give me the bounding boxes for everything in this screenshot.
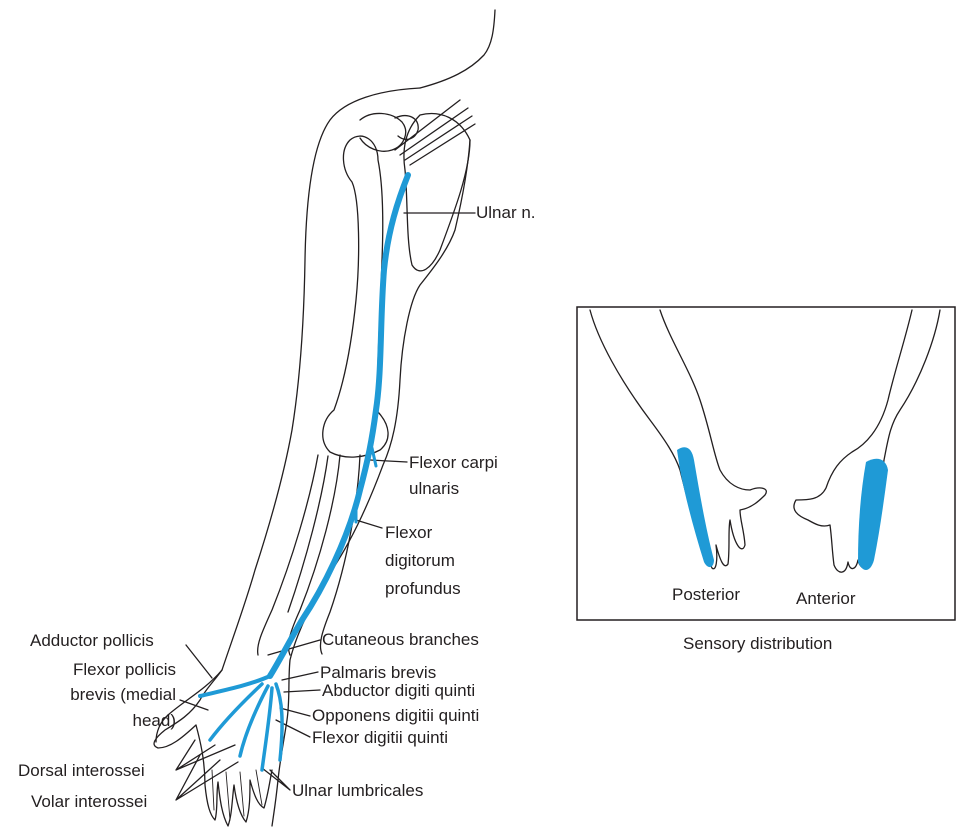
- label-flexor-carpi-ulnaris-line1: Flexor carpi: [409, 452, 498, 473]
- anterior-sensory-area: [858, 459, 888, 570]
- label-flexor-digitii-quinti: Flexor digitii quinti: [312, 727, 448, 748]
- label-abductor-digiti-quinti: Abductor digiti quinti: [322, 680, 475, 701]
- label-cutaneous-branches: Cutaneous branches: [322, 629, 479, 650]
- leader-fdp: [356, 520, 382, 528]
- label-fpb-line1: Flexor pollicis: [20, 659, 176, 680]
- shoulder-outline: [420, 10, 495, 88]
- label-flexor-carpi-ulnaris-line2: ulnaris: [409, 478, 459, 499]
- leader-cutaneous: [268, 640, 320, 655]
- radius-bone: [258, 455, 318, 655]
- inset-caption: Sensory distribution: [683, 633, 832, 654]
- leader-lumbricales: [262, 768, 290, 790]
- ulnar-nerve: [270, 175, 408, 676]
- leader-opponens: [280, 708, 310, 716]
- leader-adductor: [186, 645, 212, 678]
- label-fpb-line2: brevis (medial: [20, 684, 176, 705]
- leader-palmaris: [282, 672, 318, 680]
- leader-volar: [176, 755, 238, 800]
- posterior-hand: [590, 310, 766, 569]
- leader-dorsal: [176, 740, 235, 770]
- label-anterior: Anterior: [796, 588, 856, 609]
- label-fdp-line1: Flexor: [385, 522, 432, 543]
- label-fdp-line3: profundus: [385, 578, 461, 599]
- label-fdp-line2: digitorum: [385, 550, 455, 571]
- label-volar-interossei: Volar interossei: [31, 791, 147, 812]
- label-ulnar-n: Ulnar n.: [476, 202, 536, 223]
- posterior-sensory-area: [677, 447, 714, 567]
- label-fpb-line3: head): [20, 710, 176, 731]
- label-opponens-digitii-quinti: Opponens digitii quinti: [312, 705, 479, 726]
- label-adductor-pollicis: Adductor pollicis: [30, 630, 154, 651]
- inset-frame: [577, 307, 955, 620]
- label-posterior: Posterior: [672, 584, 740, 605]
- label-dorsal-interossei: Dorsal interossei: [18, 760, 145, 781]
- label-ulnar-lumbricales: Ulnar lumbricales: [292, 780, 423, 801]
